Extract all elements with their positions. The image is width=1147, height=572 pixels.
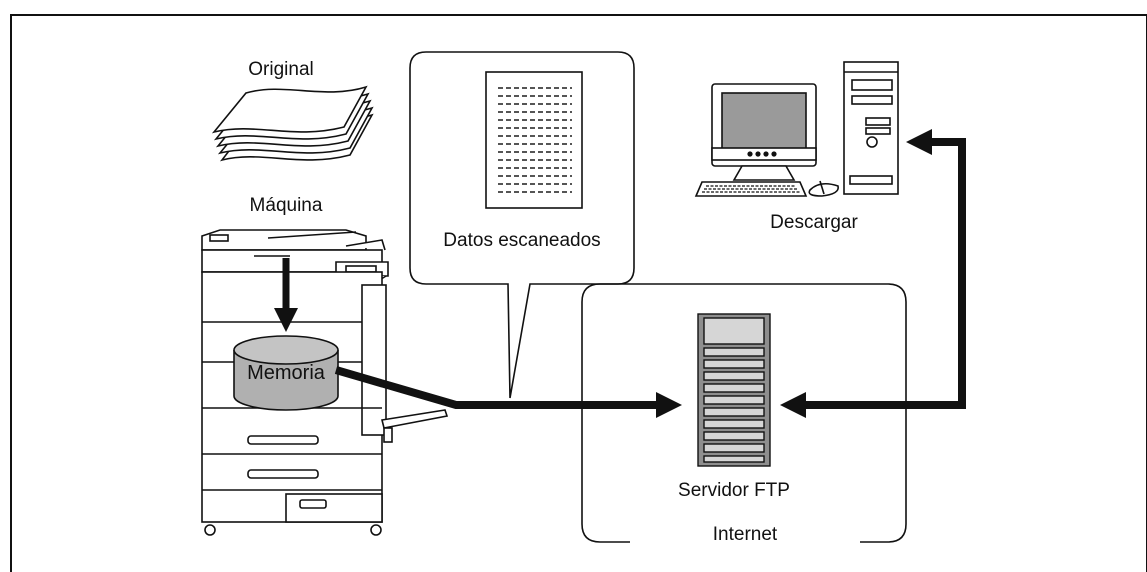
original-label: Original <box>248 59 314 80</box>
internet-boundary <box>581 283 907 543</box>
server-tower-icon <box>697 313 771 467</box>
desktop-computer-icon <box>694 61 899 197</box>
download-label: Descargar <box>770 212 858 233</box>
scan-to-memory-arrow <box>274 258 298 332</box>
memory-cylinder-icon <box>233 335 339 411</box>
download-arrow <box>780 129 966 418</box>
internet-label: Internet <box>712 524 778 545</box>
scanned-data-label: Datos escaneados <box>443 230 601 251</box>
paper-stack-icon <box>211 85 374 162</box>
ftp-server-label: Servidor FTP <box>678 480 790 501</box>
machine-label: Máquina <box>249 195 323 216</box>
document-icon <box>485 71 583 209</box>
upload-arrow <box>334 366 682 418</box>
diagram-frame <box>10 14 1147 572</box>
memory-label: Memoria <box>247 362 325 384</box>
